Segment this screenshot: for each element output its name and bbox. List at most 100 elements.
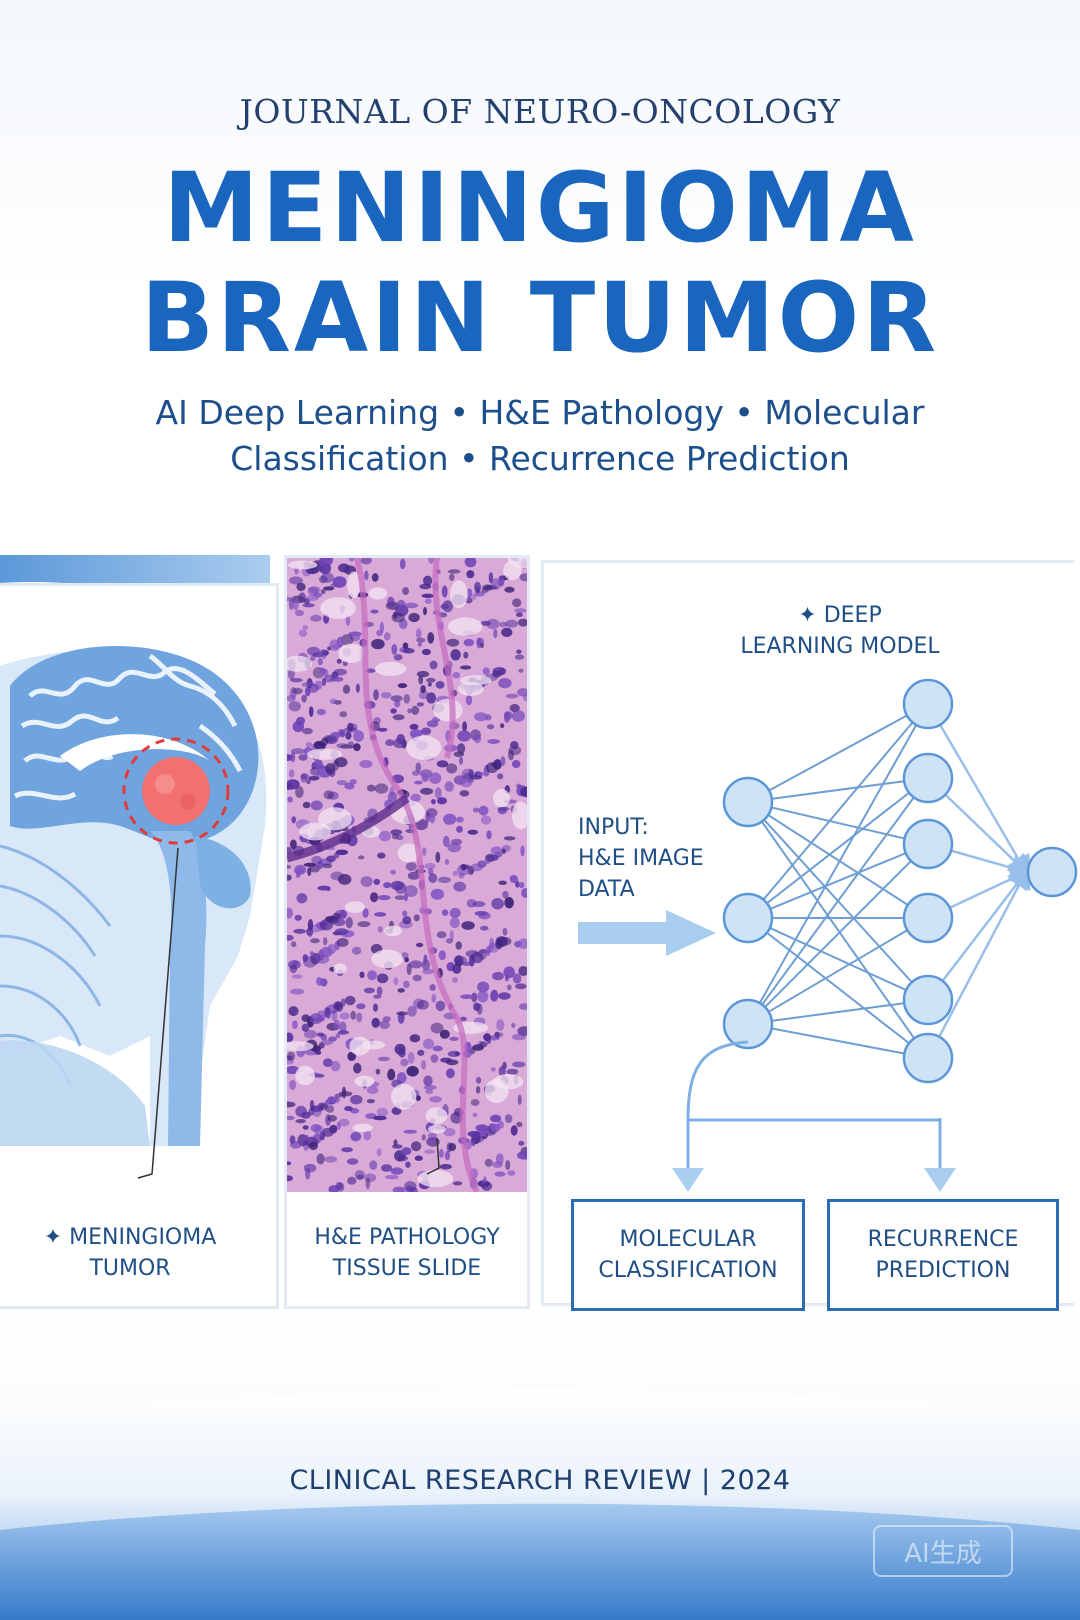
he-nucleus (337, 729, 345, 736)
he-nucleus (436, 760, 449, 768)
he-nucleus (417, 642, 422, 647)
he-nucleus (345, 917, 353, 929)
he-nucleus (340, 998, 346, 1007)
slide-caption-line-1: H&E PATHOLOGY (314, 1225, 500, 1250)
he-nucleus (307, 919, 314, 931)
he-nucleus (348, 558, 355, 562)
he-nucleus (415, 942, 424, 948)
he-nucleus (423, 1075, 433, 1087)
he-nucleus (393, 1139, 398, 1146)
he-nucleus (385, 739, 395, 747)
he-nucleus (462, 721, 467, 732)
he-nucleus (429, 772, 442, 784)
he-nucleus (303, 862, 317, 867)
he-nucleus (510, 1125, 518, 1136)
he-nucleus (363, 1130, 372, 1141)
he-nucleus (441, 585, 448, 598)
he-nucleus (464, 558, 477, 568)
he-nucleus (336, 937, 349, 947)
he-nucleus (400, 1058, 409, 1067)
he-nucleus (317, 657, 323, 666)
he-nucleus (321, 649, 327, 659)
he-nucleus (289, 964, 298, 974)
he-nucleus (290, 751, 296, 763)
he-nucleus (421, 648, 431, 656)
he-nucleus (334, 1093, 343, 1098)
he-nucleus (456, 825, 463, 833)
he-nucleus (380, 692, 392, 699)
he-nucleus (369, 1160, 378, 1170)
he-nucleus (515, 880, 520, 888)
he-nucleus (317, 885, 331, 891)
he-nucleus (473, 734, 482, 744)
he-nucleus (351, 946, 362, 955)
he-nucleus (435, 681, 445, 689)
he-nucleus (428, 873, 438, 884)
he-nucleus (377, 727, 388, 732)
he-nucleus (349, 723, 358, 731)
he-nucleus (292, 720, 304, 733)
he-nucleus (308, 706, 314, 717)
he-nucleus (362, 908, 369, 918)
he-nucleus (376, 973, 389, 984)
he-nucleus (287, 1161, 292, 1166)
he-nucleus (328, 1036, 337, 1042)
he-clear-space (320, 597, 356, 619)
he-nucleus (498, 992, 511, 1000)
he-nucleus (423, 1038, 434, 1050)
he-nucleus (377, 1056, 390, 1062)
he-nucleus (373, 994, 382, 999)
he-nucleus (353, 1062, 362, 1074)
he-clear-space (318, 807, 352, 831)
he-nucleus (497, 773, 504, 780)
he-nucleus (287, 796, 293, 803)
he-nucleus (478, 948, 487, 960)
he-nucleus (442, 600, 454, 613)
he-nucleus (316, 1153, 325, 1165)
he-nucleus (453, 881, 467, 892)
he-nucleus (333, 668, 347, 676)
he-nucleus (429, 660, 438, 670)
he-nucleus (429, 984, 436, 991)
he-nucleus (298, 629, 308, 637)
he-clear-space (374, 661, 407, 676)
he-nucleus (287, 864, 292, 869)
he-nucleus (288, 1006, 299, 1017)
he-nucleus (329, 676, 344, 682)
he-nucleus (287, 1175, 293, 1182)
he-nucleus (511, 1033, 526, 1041)
he-nucleus (434, 787, 442, 799)
journal-name: JOURNAL OF NEURO-ONCOLOGY (239, 92, 841, 131)
he-nucleus (324, 1156, 338, 1163)
he-nucleus (302, 801, 311, 809)
he-nucleus (302, 954, 309, 963)
he-nucleus (420, 787, 434, 795)
he-nucleus (474, 712, 488, 722)
he-nucleus (508, 749, 514, 761)
he-nucleus (327, 1115, 337, 1122)
he-nucleus (460, 665, 472, 670)
he-nucleus (424, 1149, 436, 1154)
he-nucleus (344, 1106, 353, 1112)
he-nucleus (311, 855, 323, 865)
he-nucleus (397, 683, 408, 689)
he-nucleus (402, 916, 412, 925)
he-nucleus (385, 1174, 399, 1180)
he-nucleus (436, 931, 447, 939)
he-nucleus (295, 786, 304, 798)
he-nucleus (408, 960, 423, 969)
he-nucleus (505, 693, 519, 699)
he-nucleus (519, 573, 527, 582)
he-nucleus (290, 678, 303, 683)
he-nucleus (475, 1086, 481, 1094)
he-nucleus (444, 781, 454, 792)
he-nucleus (328, 768, 336, 778)
he-nucleus (427, 682, 432, 687)
he-nucleus (443, 813, 457, 825)
he-nucleus (439, 1163, 452, 1170)
he-nucleus (498, 880, 507, 885)
he-nucleus (452, 672, 461, 679)
he-nucleus (462, 864, 471, 870)
he-nucleus (287, 779, 300, 790)
he-nucleus (307, 646, 321, 656)
